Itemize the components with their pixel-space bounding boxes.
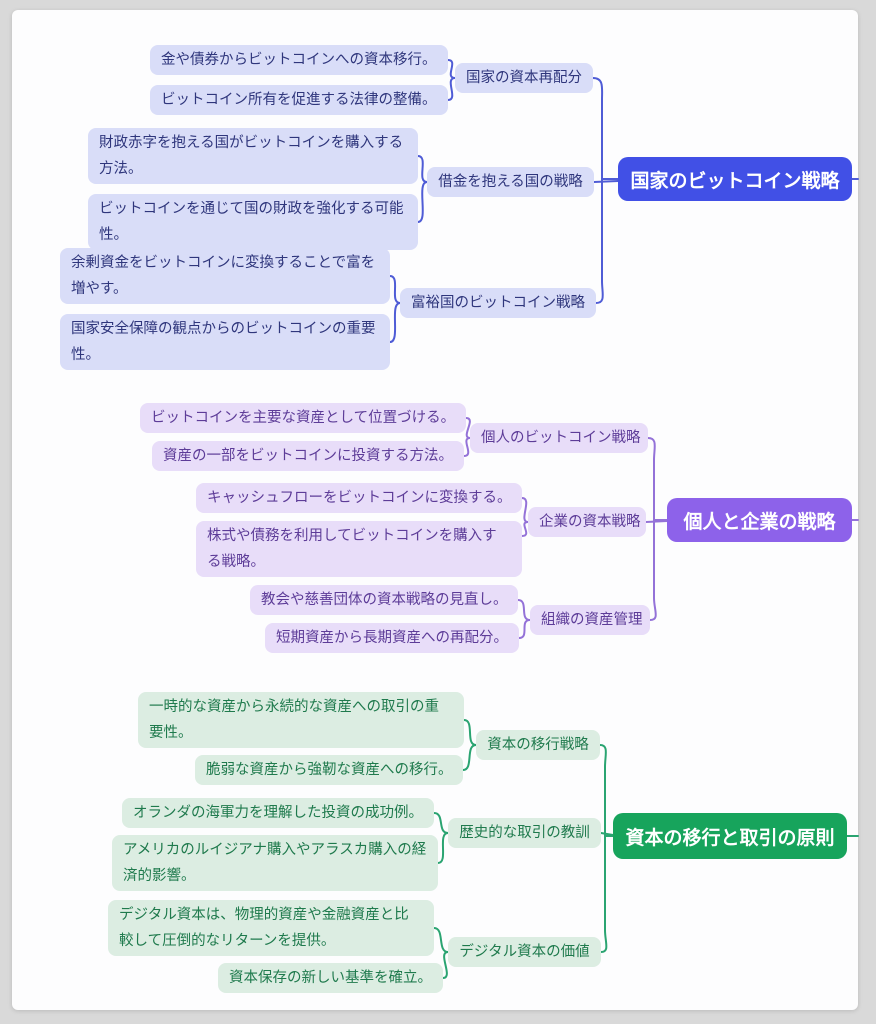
mindmap-node-child[interactable]: キャッシュフローをビットコインに変換する。 [196,483,522,513]
mindmap-node-child[interactable]: ビットコインを通じて国の財政を強化する可能性。 [88,194,418,250]
mindmap-node-child[interactable]: 財政赤字を抱える国がビットコインを購入する方法。 [88,128,418,184]
mindmap-node-topic[interactable]: 富裕国のビットコイン戦略 [400,288,596,318]
mindmap-node-child[interactable]: 国家安全保障の観点からのビットコインの重要性。 [60,314,390,370]
mindmap-node-root[interactable]: 個人と企業の戦略 [667,498,852,542]
mindmap-node-child[interactable]: 余剰資金をビットコインに変換することで富を増やす。 [60,248,390,304]
mindmap-node-root[interactable]: 資本の移行と取引の原則 [613,813,847,859]
mindmap-node-child[interactable]: 株式や債務を利用してビットコインを購入する戦略。 [196,521,522,577]
mindmap-node-child[interactable]: 短期資産から長期資産への再配分。 [265,623,519,653]
mindmap-node-child[interactable]: ビットコイン所有を促進する法律の整備。 [150,85,448,115]
mindmap-node-topic[interactable]: 資本の移行戦略 [476,730,600,760]
mindmap-node-child[interactable]: 資産の一部をビットコインに投資する方法。 [152,441,464,471]
mindmap-node-child[interactable]: 一時的な資産から永続的な資産への取引の重要性。 [138,692,464,748]
mindmap-node-topic[interactable]: 借金を抱える国の戦略 [427,167,594,197]
mindmap-node-topic[interactable]: 個人のビットコイン戦略 [470,423,648,453]
mindmap-node-child[interactable]: オランダの海軍力を理解した投資の成功例。 [122,798,434,828]
mindmap-node-child[interactable]: アメリカのルイジアナ購入やアラスカ購入の経済的影響。 [112,835,438,891]
mindmap-node-root[interactable]: 国家のビットコイン戦略 [618,157,852,201]
mindmap-node-child[interactable]: 教会や慈善団体の資本戦略の見直し。 [250,585,518,615]
mindmap-node-child[interactable]: 資本保存の新しい基準を確立。 [218,963,443,993]
mindmap-node-topic[interactable]: 歴史的な取引の教訓 [448,818,601,848]
mindmap-node-topic[interactable]: 国家の資本再配分 [455,63,593,93]
mindmap-node-child[interactable]: デジタル資本は、物理的資産や金融資産と比較して圧倒的なリターンを提供。 [108,900,434,956]
mindmap-node-child[interactable]: 脆弱な資産から強靭な資産への移行。 [195,755,463,785]
mindmap-node-child[interactable]: 金や債券からビットコインへの資本移行。 [150,45,448,75]
mindmap-node-child[interactable]: ビットコインを主要な資産として位置づける。 [140,403,466,433]
mindmap-node-topic[interactable]: 組織の資産管理 [530,605,650,635]
mindmap-node-topic[interactable]: デジタル資本の価値 [448,937,601,967]
mindmap-node-topic[interactable]: 企業の資本戦略 [528,507,646,537]
